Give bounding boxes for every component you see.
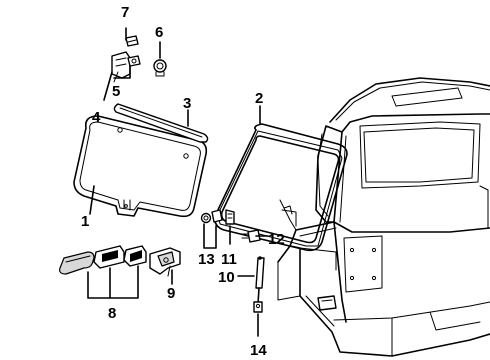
callout-labels: 7 6 5 4 3 2 1 13 11 12 10 14 8 9 [81, 4, 285, 359]
callout-14: 14 [250, 342, 267, 359]
callout-5: 5 [112, 83, 120, 100]
glass-stop-clip [153, 59, 167, 77]
rear-glass [73, 115, 208, 218]
glass-trim-bar [113, 103, 209, 143]
leader-lines [87, 27, 269, 337]
callout-2: 2 [255, 90, 263, 107]
vehicle-rear-body [277, 77, 490, 357]
hinge-assembly [111, 35, 141, 83]
callout-1: 1 [81, 213, 89, 230]
callout-10: 10 [218, 269, 235, 286]
callout-11: 11 [221, 251, 237, 268]
lamp-socket [241, 229, 261, 243]
callout-13: 13 [198, 251, 215, 268]
handle-set [59, 245, 147, 275]
callout-12: 12 [268, 231, 285, 248]
callout-8: 8 [108, 305, 116, 322]
latch-components [200, 209, 235, 225]
callout-7: 7 [121, 4, 129, 21]
callout-6: 6 [155, 24, 163, 41]
callout-3: 3 [183, 95, 191, 112]
support-strut [253, 256, 265, 313]
latch-assembly [149, 247, 181, 277]
callout-9: 9 [167, 285, 175, 302]
callout-4: 4 [92, 109, 101, 126]
